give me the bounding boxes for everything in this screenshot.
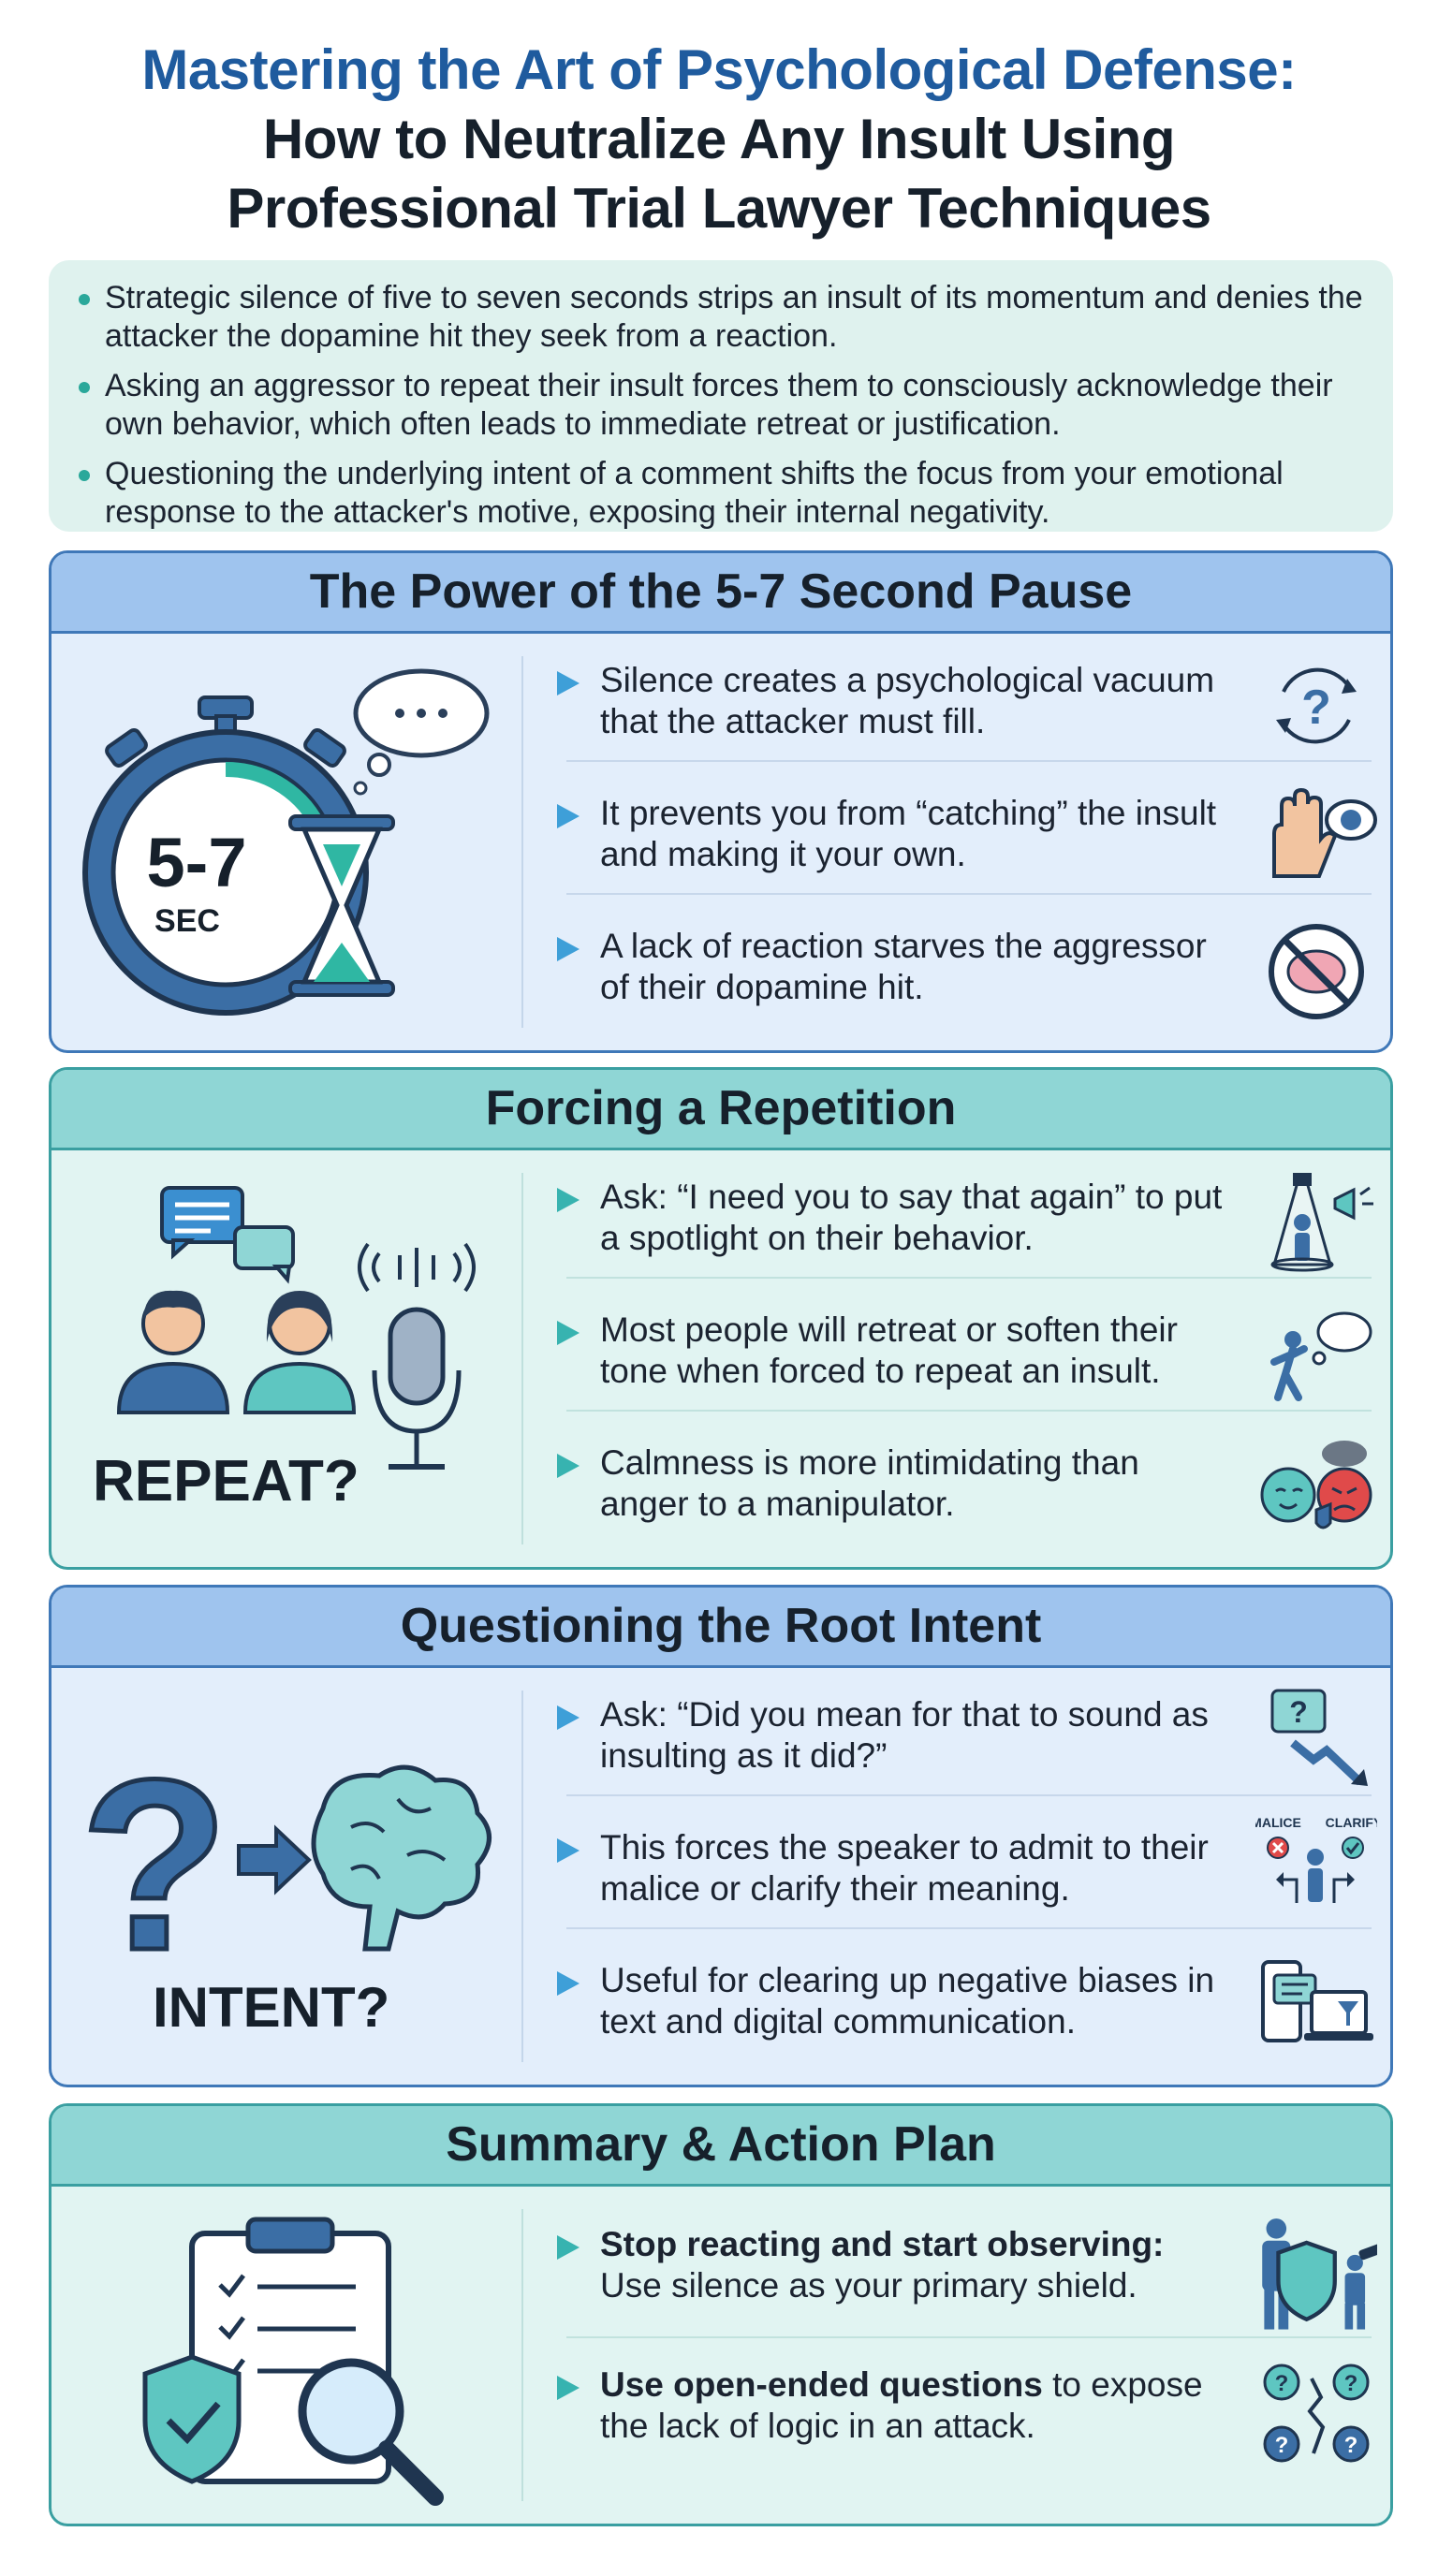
arrow-bullet-icon <box>557 1971 580 1996</box>
svg-text:?: ? <box>1289 1695 1308 1729</box>
key-points-box: Strategic silence of five to seven secon… <box>49 260 1393 532</box>
malice-label: MALICE <box>1255 1815 1301 1830</box>
arrow-bullet-icon <box>557 804 580 828</box>
section-repetition: Forcing a Repetition <box>49 1067 1393 1570</box>
devices-icon <box>1261 1960 1373 2042</box>
section-points: Stop reacting and start observing:Use si… <box>548 2187 1390 2524</box>
key-point: Questioning the underlying intent of a c… <box>77 455 1365 532</box>
section-title: Summary & Action Plan <box>51 2106 1390 2187</box>
svg-text:?: ? <box>1301 681 1331 735</box>
point-text: A lack of reaction starves the aggressor… <box>600 927 1207 1006</box>
stopwatch-sublabel: SEC <box>154 903 220 939</box>
shield-observer-icon <box>1262 2218 1377 2330</box>
arrow-bullet-icon <box>557 671 580 695</box>
title-line-1: Mastering the Art of Psychological Defen… <box>141 38 1297 101</box>
svg-text:?: ? <box>1344 2433 1358 2458</box>
question-brain-icon: ? <box>78 1728 492 2004</box>
point-text: It prevents you from “catching” the insu… <box>600 794 1217 873</box>
key-point: Strategic silence of five to seven secon… <box>77 279 1365 356</box>
stop-hand-icon <box>1272 787 1377 878</box>
svg-text:?: ? <box>1344 2371 1358 2396</box>
section-intent: Questioning the Root Intent ? INTENT? As… <box>49 1585 1393 2087</box>
row-divider <box>566 1277 1372 1279</box>
point-text: Ask: “I need you to say that again” to p… <box>600 1178 1223 1257</box>
section-divider <box>521 2209 523 2501</box>
repeat-illustration: REPEAT? <box>51 1150 520 1567</box>
svg-text:?: ? <box>81 1730 229 2001</box>
row-divider <box>566 1794 1372 1796</box>
row-divider <box>566 760 1372 762</box>
row-divider <box>566 2336 1372 2338</box>
key-point: Asking an aggressor to repeat their insu… <box>77 367 1365 444</box>
title-line-3: Professional Trial Lawyer Techniques <box>227 177 1211 240</box>
intent-label: INTENT? <box>153 1976 390 2039</box>
calm-vs-angry-icon <box>1260 1441 1372 1530</box>
spotlight-icon <box>1270 1173 1373 1272</box>
arrow-bullet-icon <box>557 1838 580 1863</box>
section-action-plan: Summary & Action Plan Stop reacting and … <box>49 2103 1393 2526</box>
point-bold: Stop reacting and start observing: <box>600 2225 1165 2263</box>
point-rest: Use silence as your primary shield. <box>600 2266 1137 2305</box>
page-title: Mastering the Art of Psychological Defen… <box>0 36 1438 243</box>
section-divider <box>521 1173 523 1544</box>
stopwatch-illustration: 5-7 SEC <box>51 634 520 1050</box>
checklist-illustration <box>51 2187 520 2524</box>
point-text: Stop reacting and start observing:Use si… <box>600 2224 1237 2306</box>
clarify-label: CLARIFY <box>1326 1815 1377 1830</box>
svg-text:?: ? <box>1275 2433 1289 2458</box>
section-divider <box>521 1690 523 2062</box>
section-title: The Power of the 5-7 Second Pause <box>51 553 1390 634</box>
svg-text:?: ? <box>1275 2371 1289 2396</box>
row-divider <box>566 1410 1372 1412</box>
point-text: Ask: “Did you mean for that to sound as … <box>600 1695 1209 1775</box>
arrow-bullet-icon <box>557 2235 580 2260</box>
point-text: This forces the speaker to admit to thei… <box>600 1828 1209 1908</box>
point-text: Calmness is more intimidating than anger… <box>600 1443 1139 1523</box>
title-line-2: How to Neutralize Any Insult Using <box>262 108 1176 170</box>
point-bold: Use open-ended questions <box>600 2365 1043 2404</box>
arrow-bullet-icon <box>557 1705 580 1730</box>
intent-illustration: ? INTENT? <box>51 1668 520 2085</box>
no-brain-icon <box>1269 924 1364 1019</box>
point-text: Useful for clearing up negative biases i… <box>600 1961 1215 2041</box>
arrow-bullet-icon <box>557 1454 580 1478</box>
arrow-bullet-icon <box>557 2376 580 2400</box>
point-text: Most people will retreat or soften their… <box>600 1310 1178 1390</box>
row-divider <box>566 1927 1372 1929</box>
section-pause: The Power of the 5-7 Second Pause 5-7 SE… <box>49 550 1393 1053</box>
section-divider <box>521 656 523 1028</box>
arrow-bullet-icon <box>557 1188 580 1212</box>
arrow-bullet-icon <box>557 1321 580 1345</box>
repeat-label: REPEAT? <box>93 1449 360 1514</box>
question-cycle-icon: ? <box>1276 667 1357 744</box>
malice-clarify-icon: MALICE CLARIFY <box>1255 1815 1377 1903</box>
section-title: Forcing a Repetition <box>51 1070 1390 1150</box>
section-points: Ask: “I need you to say that again” to p… <box>548 1150 1390 1567</box>
arrow-bullet-icon <box>557 937 580 961</box>
section-points: Ask: “Did you mean for that to sound as … <box>548 1668 1390 2085</box>
people-talking-icon <box>116 1186 476 1470</box>
point-text: Silence creates a psychological vacuum t… <box>600 661 1215 740</box>
retreat-icon <box>1270 1311 1372 1401</box>
stopwatch-icon: 5-7 SEC <box>82 668 490 1016</box>
point-rest: to expose the lack of logic in an attack… <box>600 2365 1203 2445</box>
row-divider <box>566 893 1372 895</box>
stopwatch-label: 5-7 <box>147 824 247 901</box>
section-title: Questioning the Root Intent <box>51 1588 1390 1668</box>
clipboard-checklist-icon <box>142 2217 444 2506</box>
section-points: Silence creates a psychological vacuum t… <box>548 634 1390 1050</box>
broken-questions-icon: ? ? ? ? <box>1263 2364 1370 2463</box>
point-text: Use open-ended questions to expose the l… <box>600 2364 1237 2447</box>
question-arrow-icon: ? <box>1270 1689 1368 1786</box>
